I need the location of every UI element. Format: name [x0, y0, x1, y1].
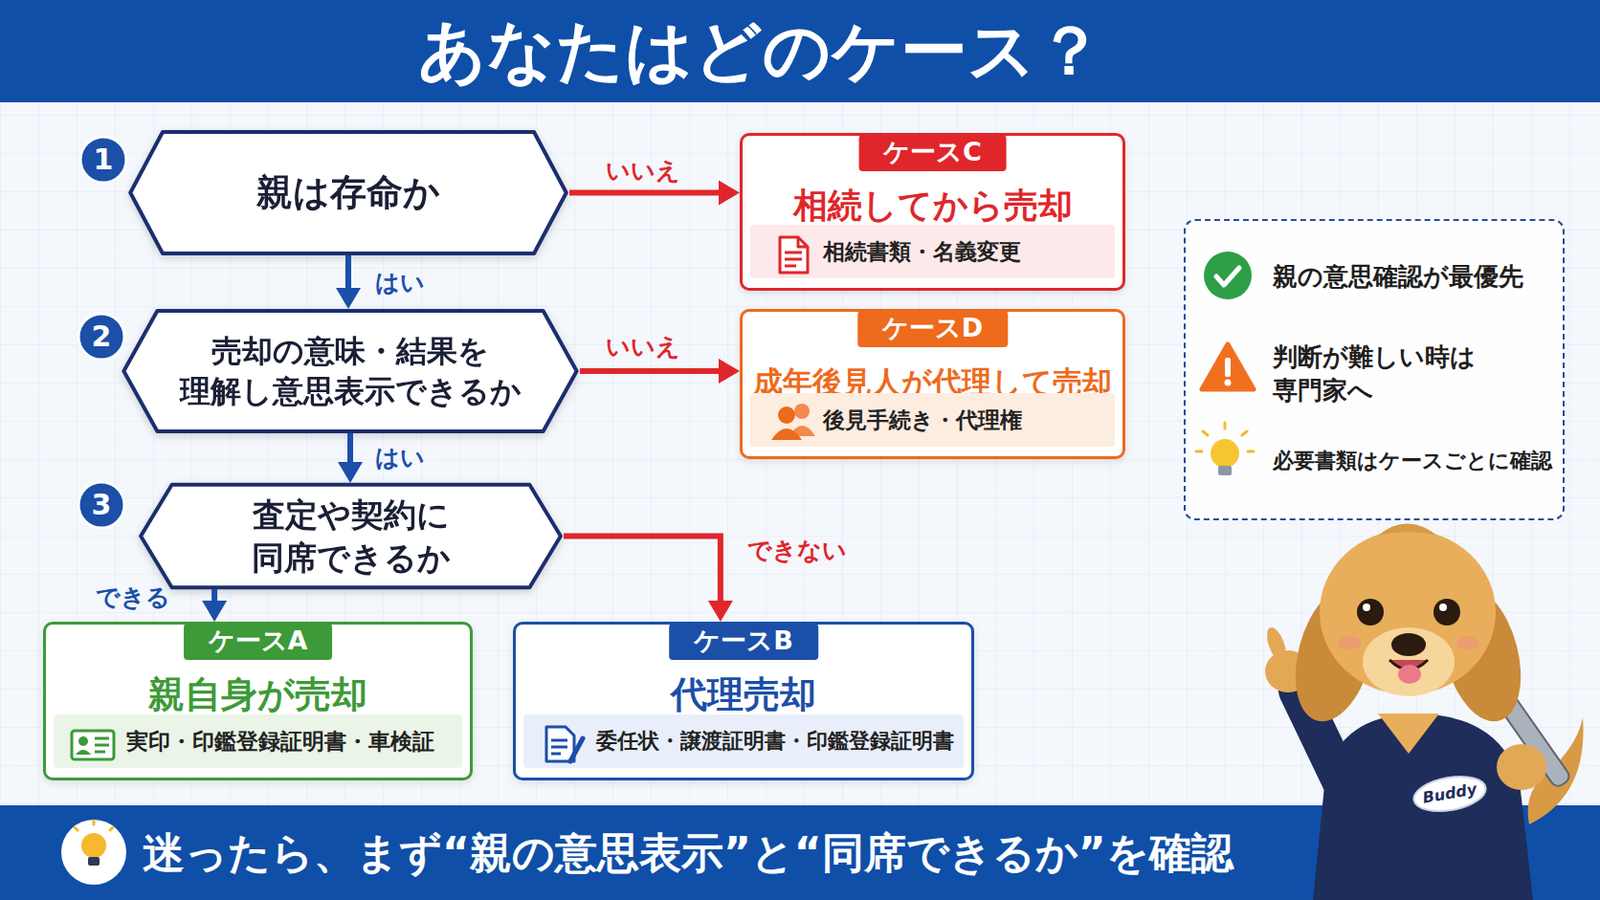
edge-label: いいえ	[605, 155, 681, 187]
required-documents: 後見手続き・代理権	[822, 405, 1023, 436]
mascot-dog	[1439, 603, 1447, 612]
mascot-dog	[1265, 650, 1312, 693]
document-strip: 委任状・譲渡証明書・印鑑登録証明書	[523, 714, 964, 769]
mascot-dog	[1319, 530, 1496, 695]
case-box: ケースD成年後見人が代理して売却後見手続き・代理権	[739, 309, 1126, 460]
case-box: ケースB 代理売却委任状・譲渡証明書・印鑑登録証明書	[512, 622, 975, 781]
flow-line	[211, 589, 218, 603]
mascot-dog	[1398, 665, 1422, 685]
hexagon-outline	[130, 132, 567, 254]
document-strip: 実印・印鑑登録証明書・車検証	[53, 714, 463, 769]
callout-number: 1	[93, 145, 114, 175]
arrow-head	[337, 462, 363, 484]
callout-number: 3	[91, 490, 112, 520]
arrow-head	[718, 180, 740, 206]
mascot-dog	[1389, 660, 1428, 670]
callout-circle	[78, 136, 127, 529]
arrow-head	[708, 600, 734, 623]
case-box: ケースA 親自身が売却実印・印鑑登録証明書・車検証	[43, 622, 473, 781]
mascot-dog	[1362, 627, 1455, 697]
decision-hexagon: 親は存命か	[127, 130, 570, 256]
required-documents: 委任状・譲渡証明書・印鑑登録証明書	[596, 727, 955, 756]
mascot-dog	[1456, 636, 1480, 650]
mascot-dog	[1297, 690, 1342, 783]
flow-line	[347, 433, 354, 465]
footer-text: 迷ったら、まず“親の意思表示”と“同席できるか”を確認	[142, 824, 1234, 882]
decision-text: 査定や契約に 同席できるか	[174, 493, 529, 580]
hexagon-outline	[120, 309, 580, 434]
edge-label: できない	[747, 534, 847, 567]
mascot-dog	[1377, 524, 1438, 537]
arrow-head	[718, 358, 740, 384]
decision-text: 親は存命か	[256, 168, 441, 217]
note-box: 親の意思確認が最優先判断が難しい時は 専門家へ必要書類はケースごとに確認	[1183, 219, 1565, 521]
required-documents: 実印・印鑑登録証明書・車検証	[126, 727, 435, 757]
flow-line	[569, 190, 721, 197]
mascot-dog	[1433, 599, 1461, 626]
edge-label: いいえ	[605, 331, 681, 363]
mascot-dog	[1496, 744, 1547, 791]
mascot-dog	[1282, 578, 1389, 732]
case-tag: ケースA	[183, 622, 334, 661]
flow-arrow	[335, 255, 361, 310]
mascot-dog	[1428, 578, 1535, 732]
arrow-head	[335, 288, 361, 310]
case-tag: ケースD	[857, 309, 1008, 348]
flow-line	[563, 536, 721, 604]
mascot-dog	[1362, 603, 1371, 612]
mascot-dog	[1337, 636, 1361, 650]
edge-label: はい	[375, 442, 425, 474]
edge-label: はい	[375, 266, 425, 299]
badge-name: Buddy	[1422, 781, 1479, 807]
note-text: 親の意思確認が最優先	[1272, 260, 1524, 294]
title-text: あなたはどのケース？	[0, 0, 1522, 103]
decision-text: 売却の意味・結果を 理解し意思表示できるか	[158, 331, 542, 412]
decision-hexagon: 売却の意味・結果を 理解し意思表示できるか	[120, 309, 580, 434]
case-tag: ケースC	[858, 133, 1007, 172]
mascot-dog	[1460, 649, 1525, 714]
mascot-dog	[1377, 713, 1440, 755]
mascot-dog	[1356, 599, 1384, 626]
hexagon-outline	[140, 485, 561, 589]
flow-line	[345, 255, 352, 290]
callout-circle	[80, 136, 127, 183]
flow-line	[579, 368, 721, 375]
note-text: 判断が難しい時は 専門家へ	[1272, 340, 1512, 408]
case-box: ケースC 相続してから売却相続書類・名義変更	[739, 133, 1126, 291]
case-title: 代理売却	[515, 674, 972, 715]
flow-arrow	[579, 358, 740, 384]
mascot-dog	[1485, 676, 1573, 790]
callout-number: 2	[91, 322, 112, 352]
flow-arrow	[201, 589, 227, 623]
callout-circle	[78, 482, 125, 529]
footer-band: 迷ったら、まず“親の意思表示”と“同席できるか”を確認	[0, 805, 1600, 900]
case-title: 親自身が売却	[45, 674, 470, 715]
mascot-dog	[1458, 646, 1583, 798]
document-strip: 後見手続き・代理権	[750, 393, 1115, 447]
hexagon-outline	[123, 311, 577, 432]
mascot-dog	[1263, 624, 1290, 665]
mascot-dog	[1391, 633, 1426, 657]
arrow-head	[201, 600, 227, 623]
case-tag: ケースB	[668, 622, 819, 661]
callout-circle	[78, 313, 125, 360]
decision-hexagon: 査定や契約に 同席できるか	[137, 483, 564, 590]
required-documents: 相続書類・名義変更	[822, 237, 1022, 267]
flow-arrow	[563, 536, 734, 623]
flow-arrow	[337, 433, 363, 484]
edge-label: できる	[95, 581, 171, 614]
mascot-dog	[1470, 655, 1496, 682]
note-text: 必要書類はケースごとに確認	[1272, 446, 1553, 476]
case-title: 相続してから売却	[742, 185, 1123, 226]
document-strip: 相続書類・名義変更	[750, 224, 1115, 279]
